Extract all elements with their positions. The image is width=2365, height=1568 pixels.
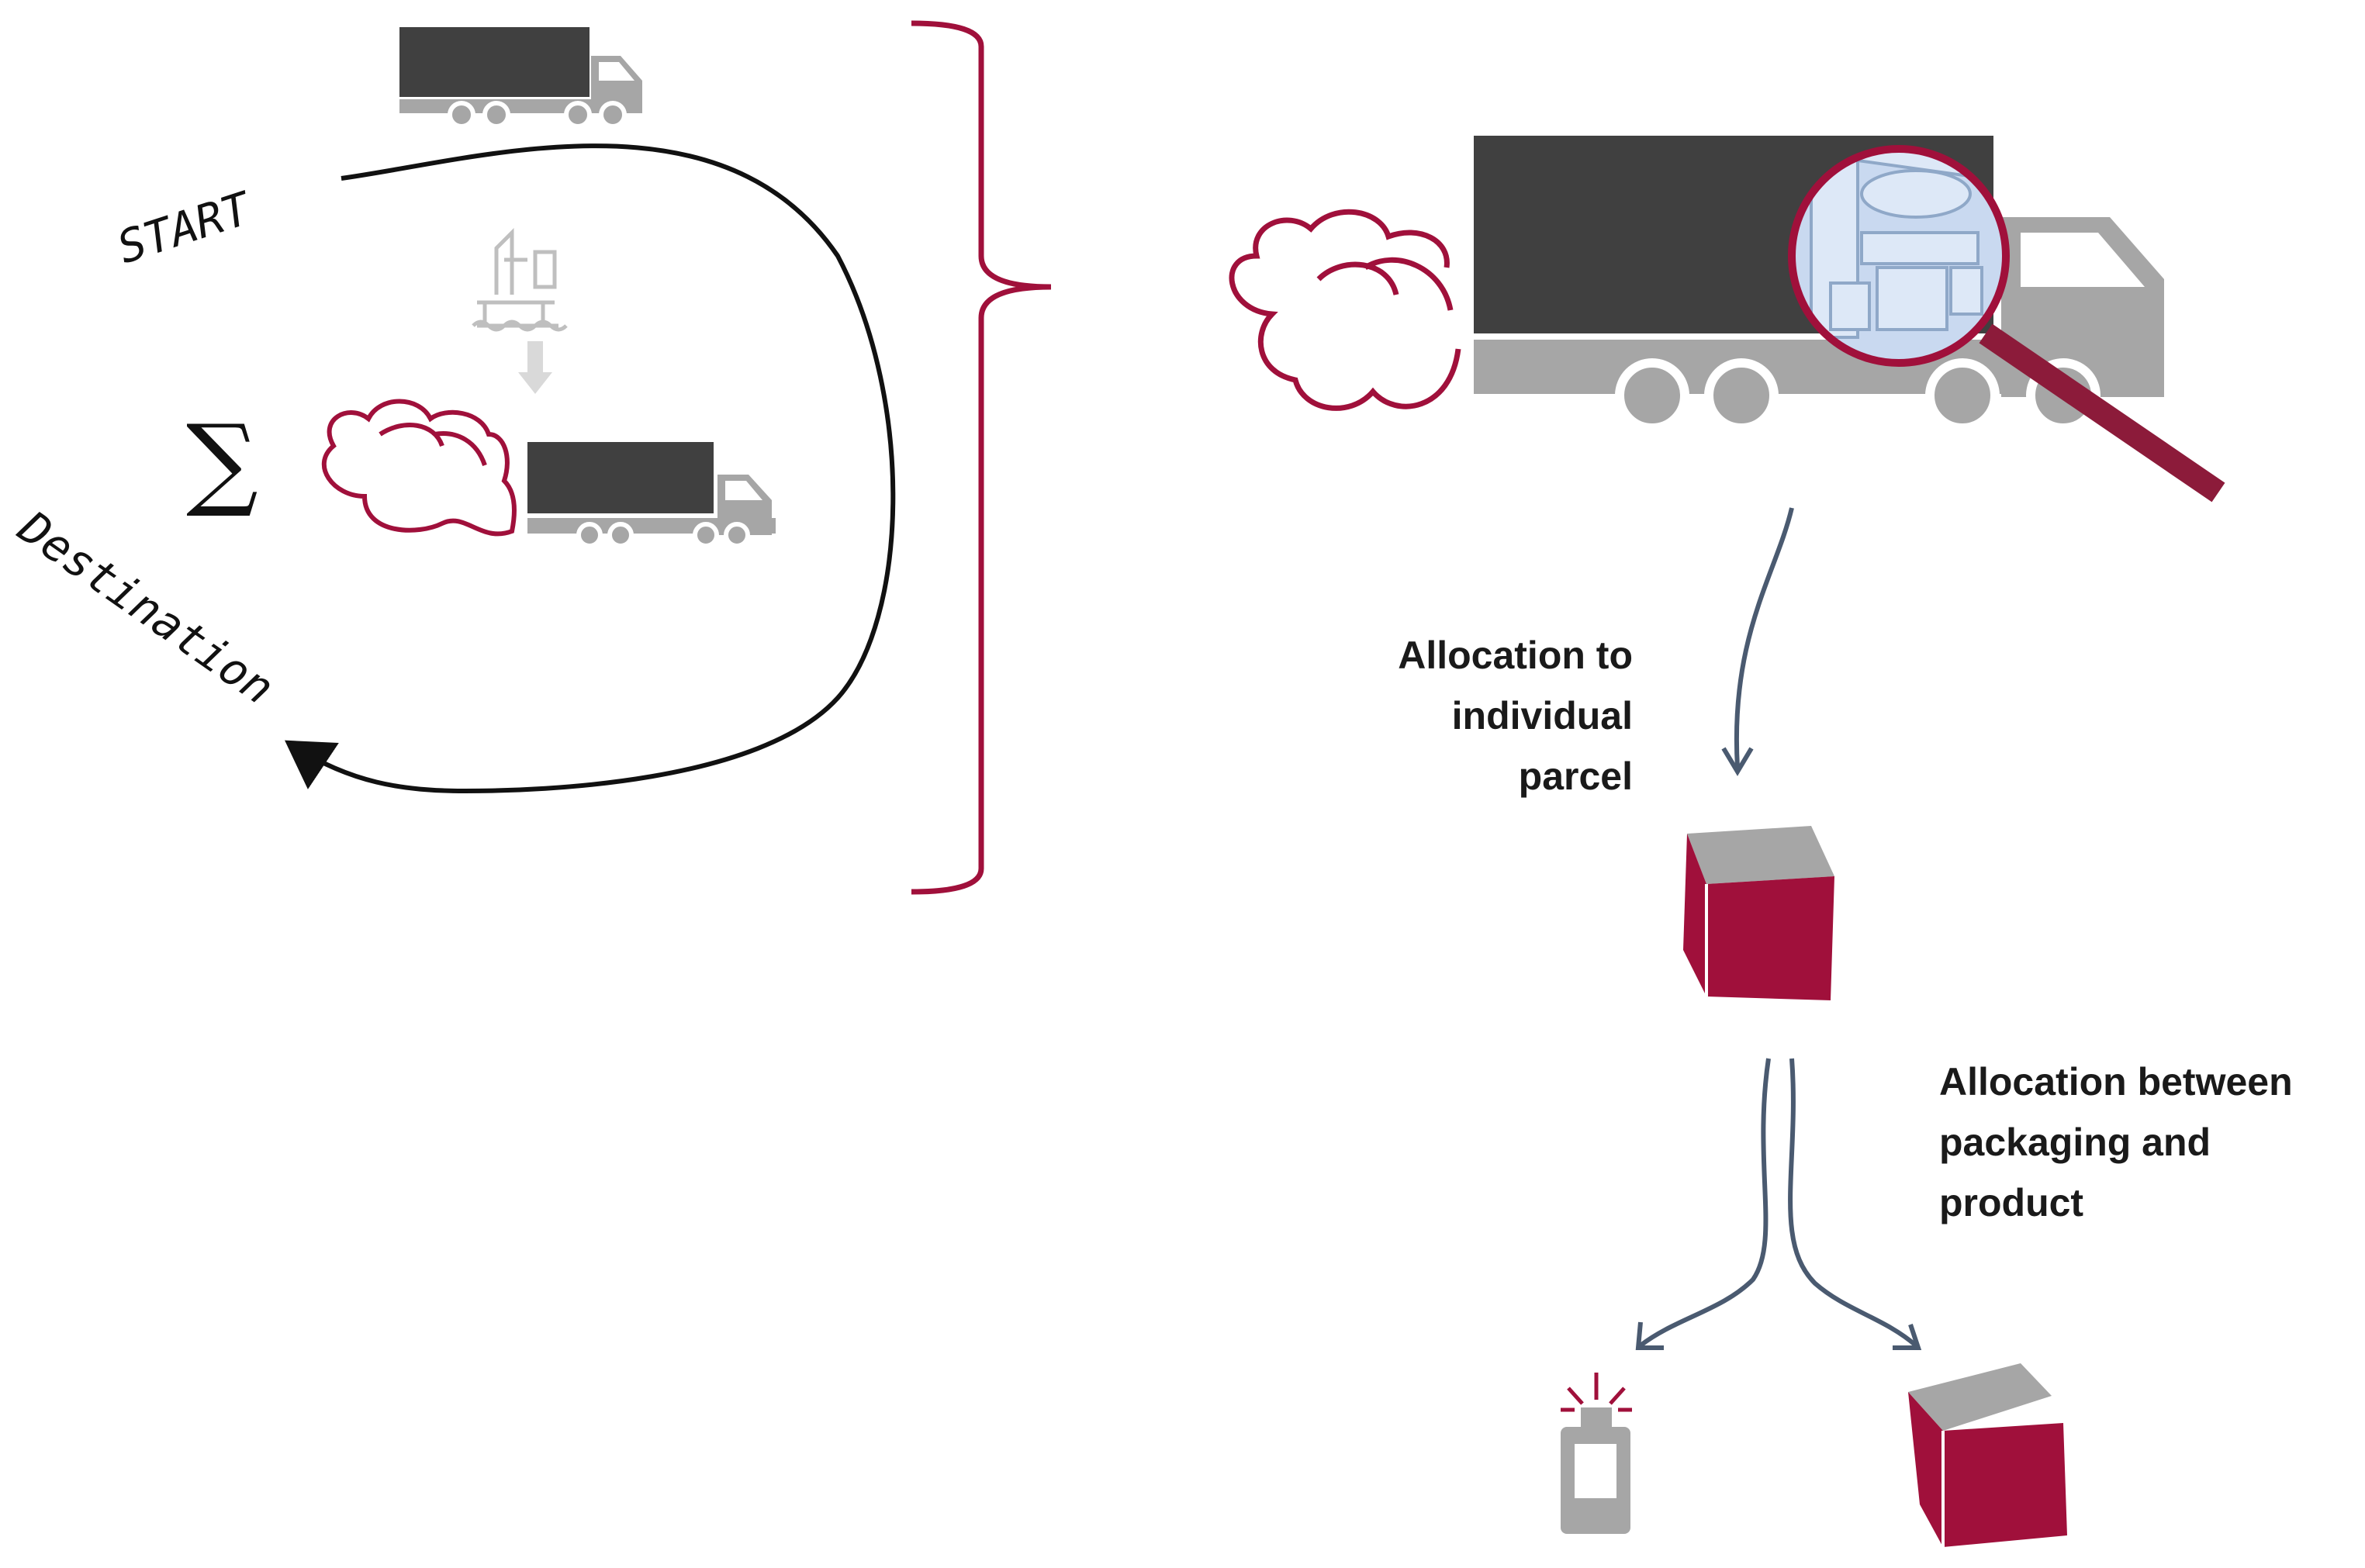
arrow-truck-to-parcel: [1734, 507, 1794, 768]
parcel-icon: [1683, 826, 1834, 1000]
arrow-parcel-to-packaging: [1788, 1058, 1917, 1348]
arrow-head-packaging: [1893, 1324, 1922, 1350]
sum-symbol: ∑: [186, 402, 258, 520]
phone-product-icon: [1561, 1373, 1632, 1534]
magnifier-icon: [1788, 145, 2225, 503]
alloc-pack-line1: Allocation between: [1939, 1060, 2293, 1103]
down-arrow-icon: [518, 341, 552, 394]
alloc-parcel-line3: parcel: [1519, 755, 1633, 798]
small-truck-top-icon: [399, 27, 642, 129]
emission-cloud-large-icon: [1229, 209, 1461, 411]
alloc-pack-line3: product: [1939, 1181, 2083, 1224]
arrow-head-product: [1635, 1321, 1664, 1350]
start-label: START: [111, 181, 258, 275]
arrow-head-parcel: [1721, 747, 1754, 776]
emission-cloud-small-icon: [321, 399, 517, 537]
route-loop-line: [285, 143, 896, 794]
alloc-parcel-line2: individual: [1452, 694, 1633, 737]
oil-platform-icon: [472, 227, 568, 332]
small-truck-middle-icon: [527, 442, 776, 548]
alloc-pack-line2: packaging and: [1939, 1121, 2211, 1164]
destination-label: Destination: [9, 500, 283, 715]
arrow-parcel-to-product: [1639, 1058, 1771, 1348]
packaging-box-icon: [1908, 1363, 2067, 1547]
curly-bracket: [911, 20, 1052, 895]
alloc-parcel-line1: Allocation to: [1398, 634, 1633, 677]
